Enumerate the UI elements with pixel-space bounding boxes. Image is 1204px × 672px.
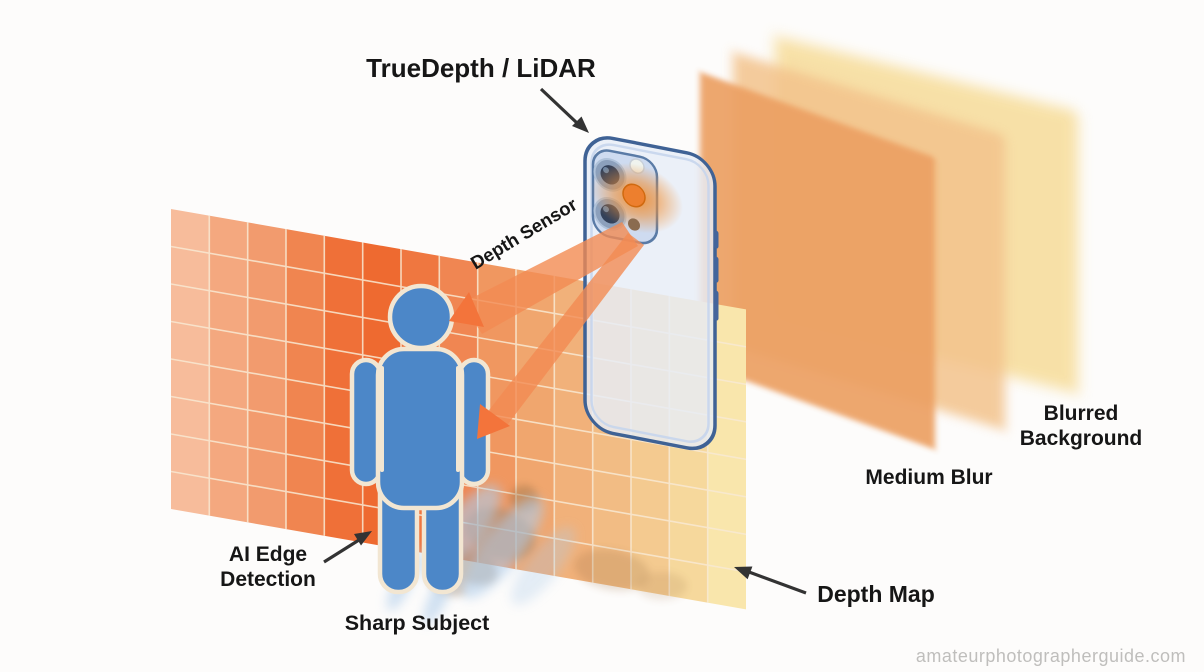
ai-edge-arrow [323,531,372,564]
title-arrow [539,87,589,133]
label-blurred-background: Blurred Background [1020,402,1143,450]
svg-text:Background: Background [1020,427,1143,450]
subject-arm-gaps [380,366,460,472]
watermark: amateurphotographerguide.com [916,646,1186,666]
phone-illustration [583,136,719,451]
svg-text:AI Edge: AI Edge [229,543,307,566]
label-depth-map: Depth Map [817,581,935,607]
label-ai-edge: AI Edge Detection [220,543,316,591]
svg-text:Blurred: Blurred [1044,402,1119,425]
label-medium-blur: Medium Blur [865,466,992,489]
svg-text:Detection: Detection [220,568,316,591]
label-title: TrueDepth / LiDAR [366,53,596,83]
beam-arrowhead-head [449,292,484,327]
plane-medium-blur [700,72,935,450]
subject-silhouette [349,283,491,595]
label-sharp-subject: Sharp Subject [345,611,490,635]
lidar-sensor-icon [622,183,646,208]
depth-beam-to-head [462,222,638,334]
phone-buttons [713,230,719,321]
depth-map-arrow [734,566,807,595]
depth-beams [449,222,644,439]
depth-beam-to-torso [486,233,644,428]
beam-arrowhead-torso [477,404,510,439]
depth-dot-icon [628,218,640,231]
subject-torso [375,346,465,511]
subject-head [387,283,455,351]
